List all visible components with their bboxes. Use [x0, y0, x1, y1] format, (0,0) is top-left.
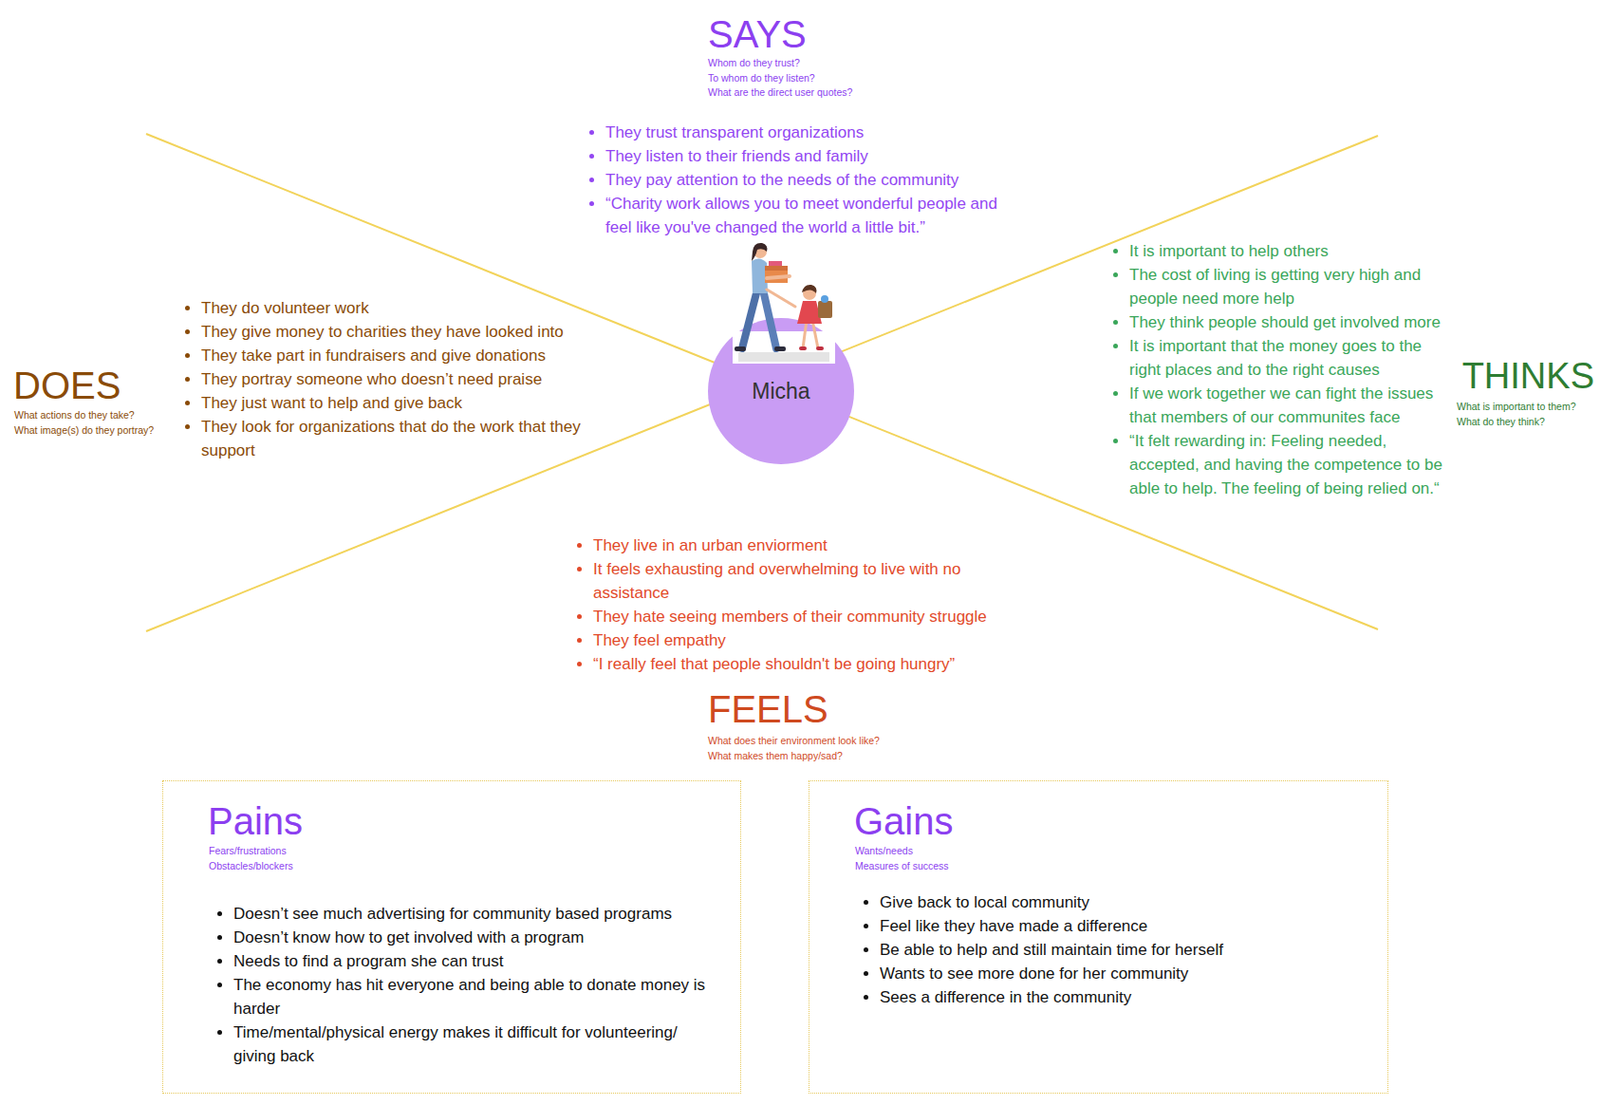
section-heading: SAYS	[707, 13, 807, 56]
bullet-item: It is important that the money goes to t…	[1129, 334, 1451, 382]
bullet-item: Doesn’t see much advertising for communi…	[233, 901, 714, 926]
section-block: FEELS	[707, 688, 829, 730]
section-block: What is important to them?What do they t…	[1456, 399, 1576, 429]
box-prompts: Fears/frustrationsObstacles/blockers	[208, 843, 294, 874]
bullet-item: They take part in fundraisers and give d…	[201, 343, 608, 368]
bullet-item: They just want to help and give back	[201, 390, 608, 415]
section-block: Whom do they trust?To whom do they liste…	[707, 55, 853, 101]
bullet-item: Give back to local community	[879, 890, 1361, 914]
box-bullets: Doesn’t see much advertising for communi…	[217, 901, 714, 1068]
bullet-item: They look for organizations that do the …	[201, 414, 608, 463]
diagonal-line	[146, 133, 1378, 630]
bullet-item: Needs to find a program she can trust	[233, 948, 714, 973]
bullet-item: They do volunteer work	[201, 296, 608, 320]
bullet-item: They listen to their friends and family	[605, 144, 1007, 168]
section-heading: Gains	[854, 800, 954, 842]
bullet-list: Give back to local communityFeel like th…	[863, 890, 1361, 1009]
section-block: THINKS	[1462, 354, 1595, 397]
section-prompt: What is important to them?	[1456, 399, 1576, 415]
bullet-item: Wants to see more done for her community	[879, 961, 1361, 986]
bullet-item: They pay attention to the needs of the c…	[605, 167, 1007, 192]
section-block: They live in an urban enviormentIt feels…	[576, 533, 1024, 676]
bullet-item: “It felt rewarding in: Feeling needed, a…	[1129, 428, 1451, 501]
bullet-item: Sees a difference in the community	[879, 985, 1361, 1009]
bullet-item: They trust transparent organizations	[605, 120, 1007, 145]
section-prompt: Fears/frustrations	[208, 843, 294, 859]
box-heading-wrap: Pains	[207, 800, 303, 842]
box-heading-wrap: Gains	[854, 800, 954, 842]
bullet-item: They think people should get involved mo…	[1129, 310, 1451, 335]
section-block: What actions do they take?What image(s) …	[14, 408, 154, 438]
box-prompts: Wants/needsMeasures of success	[855, 843, 949, 874]
section-block: It is important to help othersThe cost o…	[1113, 239, 1451, 501]
section-block: They do volunteer workThey give money to…	[185, 296, 608, 463]
bullet-item: They give money to charities they have l…	[201, 319, 608, 344]
section-prompt: What makes them happy/sad?	[707, 748, 880, 764]
section-prompt: Measures of success	[855, 858, 949, 875]
bullet-list: Doesn’t see much advertising for communi…	[217, 901, 714, 1068]
bullet-list: They do volunteer workThey give money to…	[185, 296, 608, 463]
bullet-item: “Charity work allows you to meet wonderf…	[605, 191, 1007, 240]
bullet-list: They live in an urban enviormentIt feels…	[576, 533, 1024, 676]
bullet-item: It feels exhausting and overwhelming to …	[593, 557, 1024, 605]
bullet-item: The economy has hit everyone and being a…	[233, 972, 714, 1021]
bullet-list: They trust transparent organizationsThey…	[589, 120, 1007, 240]
bullet-item: Be able to help and still maintain time …	[879, 937, 1361, 962]
bullet-item: Feel like they have made a difference	[879, 913, 1361, 938]
diagonal-line	[146, 135, 1378, 632]
bullet-item: If we work together we can fight the iss…	[1129, 381, 1451, 429]
section-prompt: What image(s) do they portray?	[14, 423, 154, 439]
section-prompt: To whom do they listen?	[707, 71, 853, 87]
section-heading: Pains	[207, 800, 303, 842]
section-heading: FEELS	[707, 688, 829, 730]
section-block: SAYS	[707, 13, 807, 56]
pains-gains-box: PainsFears/frustrationsObstacles/blocker…	[162, 780, 742, 1094]
section-prompt: Whom do they trust?	[707, 55, 853, 72]
bullet-list: It is important to help othersThe cost o…	[1113, 239, 1451, 501]
section-block: What does their environment look like?Wh…	[707, 733, 880, 763]
bullet-item: Doesn’t know how to get involved with a …	[233, 925, 714, 949]
bullet-item: It is important to help others	[1129, 239, 1451, 263]
persona-circle: Micha	[707, 317, 855, 465]
section-prompt: What actions do they take?	[14, 408, 154, 424]
bullet-item: They feel empathy	[593, 628, 1024, 652]
section-prompt: What does their environment look like?	[707, 733, 880, 749]
section-block: DOES	[13, 364, 121, 407]
section-heading: DOES	[13, 364, 121, 407]
section-heading: THINKS	[1462, 354, 1595, 397]
section-prompt: What are the direct user quotes?	[707, 85, 853, 101]
box-bullets: Give back to local communityFeel like th…	[863, 890, 1361, 1009]
persona-name: Micha	[707, 376, 855, 406]
pains-gains-box: GainsWants/needsMeasures of successGive …	[808, 780, 1389, 1094]
section-prompt: Wants/needs	[855, 843, 949, 859]
section-prompt: Obstacles/blockers	[208, 858, 294, 875]
bullet-item: Time/mental/physical energy makes it dif…	[233, 1020, 714, 1068]
bullet-item: They live in an urban enviorment	[593, 533, 1024, 558]
bullet-item: The cost of living is getting very high …	[1129, 262, 1451, 311]
family-illustration	[728, 240, 853, 364]
bullet-item: They hate seeing members of their commun…	[593, 604, 1024, 629]
section-block: They trust transparent organizationsThey…	[589, 120, 1007, 240]
section-prompt: What do they think?	[1456, 414, 1576, 430]
bullet-item: They portray someone who doesn’t need pr…	[201, 367, 608, 391]
bullet-item: “I really feel that people shouldn't be …	[593, 651, 1024, 676]
